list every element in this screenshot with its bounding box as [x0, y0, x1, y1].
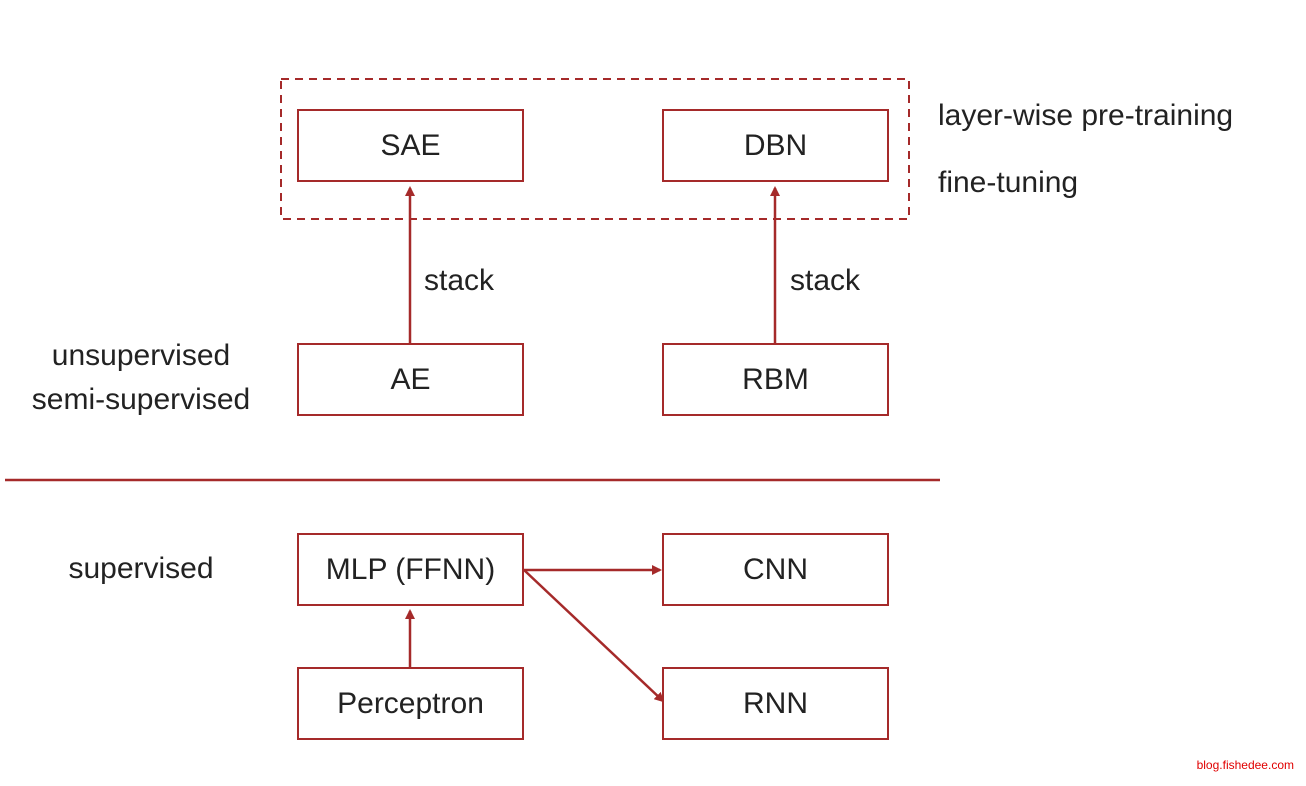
node-sae: SAE	[297, 109, 524, 182]
pretraining-group-box	[280, 78, 910, 220]
finetuning-label: fine-tuning	[938, 166, 1079, 199]
stack-label-left: stack	[424, 264, 495, 297]
row-label-semi-supervised: semi-supervised	[31, 383, 251, 416]
node-mlp: MLP (FFNN)	[297, 533, 524, 606]
watermark-text: blog.fishedee.com	[1196, 758, 1294, 772]
node-perceptron: Perceptron	[297, 667, 524, 740]
row-label-unsupervised: unsupervised	[51, 339, 231, 372]
node-rbm: RBM	[662, 343, 889, 416]
row-label-supervised: supervised	[68, 552, 214, 585]
stack-label-right: stack	[790, 264, 861, 297]
edge-mlp-to-rnn	[523, 569, 665, 703]
node-ae: AE	[297, 343, 524, 416]
pretraining-label: layer-wise pre-training	[938, 99, 1234, 132]
node-dbn: DBN	[662, 109, 889, 182]
node-cnn: CNN	[662, 533, 889, 606]
node-rnn: RNN	[662, 667, 889, 740]
